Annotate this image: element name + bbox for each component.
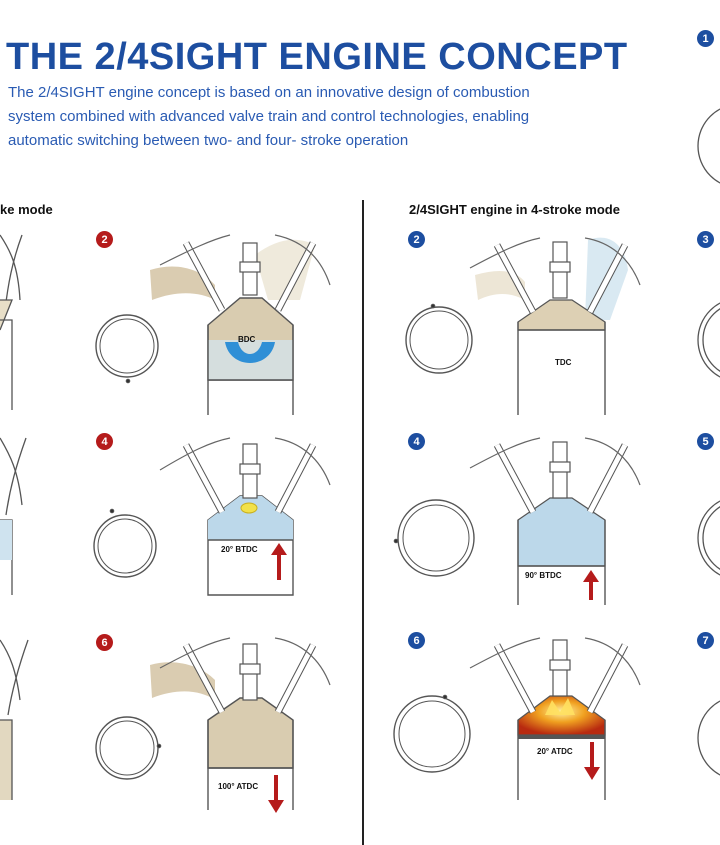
- crank-rotation-icon: [393, 694, 471, 773]
- piston-direction-arrow-icon: [583, 570, 599, 600]
- crank-angle-label: 20° ATDC: [537, 747, 573, 756]
- crank-angle-label: BDC: [238, 335, 256, 344]
- cylinder-diagram-icon: [150, 637, 331, 810]
- piston-direction-arrow-icon: [584, 742, 600, 780]
- crank-angle-label: 100° ATDC: [218, 782, 259, 791]
- cylinder-diagram-icon: [150, 234, 331, 415]
- piston-direction-arrow-icon: [268, 775, 284, 813]
- four-stroke-step-badge: 7: [697, 632, 714, 649]
- two-stroke-step-badge: 2: [96, 231, 113, 248]
- two-stroke-heading: ke mode: [0, 202, 53, 217]
- cylinder-diagram-icon: [469, 437, 641, 605]
- crank-rotation-icon: [95, 716, 162, 780]
- page-title: THE 2/4SIGHT ENGINE CONCEPT: [6, 36, 628, 78]
- four-stroke-step-badge: 6: [408, 632, 425, 649]
- crank-rotation-icon: [405, 303, 473, 374]
- four-stroke-step-badge: 5: [697, 433, 714, 450]
- crank-angle-label: 20° BTDC: [221, 545, 258, 554]
- four-stroke-step-badge: 1: [697, 30, 714, 47]
- crank-rotation-icon: [697, 108, 720, 776]
- four-stroke-step-badge: 3: [697, 231, 714, 248]
- piston-direction-arrow-icon: [271, 543, 287, 580]
- two-stroke-step-badge: 6: [96, 634, 113, 651]
- two-stroke-step-badge: 4: [96, 433, 113, 450]
- crank-rotation-icon: [393, 499, 475, 577]
- section-divider: [362, 200, 364, 845]
- cylinder-diagram-icon: [159, 437, 331, 596]
- four-stroke-heading: 2/4SIGHT engine in 4-stroke mode: [409, 202, 620, 217]
- cylinder-diagram-icon: [0, 234, 29, 800]
- intro-line-2: system combined with advanced valve trai…: [8, 108, 530, 125]
- crank-rotation-icon: [95, 314, 159, 384]
- four-stroke-step-badge: 2: [408, 231, 425, 248]
- intro-line-3: automatic switching between two- and fou…: [8, 132, 409, 149]
- four-stroke-step-badge: 4: [408, 433, 425, 450]
- crank-angle-label: TDC: [555, 358, 572, 367]
- crank-angle-label: 90° BTDC: [525, 571, 562, 580]
- crank-rotation-icon: [93, 508, 157, 578]
- cylinder-diagram-icon: [469, 637, 641, 800]
- intro-line-1: The 2/4SIGHT engine concept is based on …: [8, 84, 530, 101]
- cylinder-diagram-icon: [469, 237, 641, 415]
